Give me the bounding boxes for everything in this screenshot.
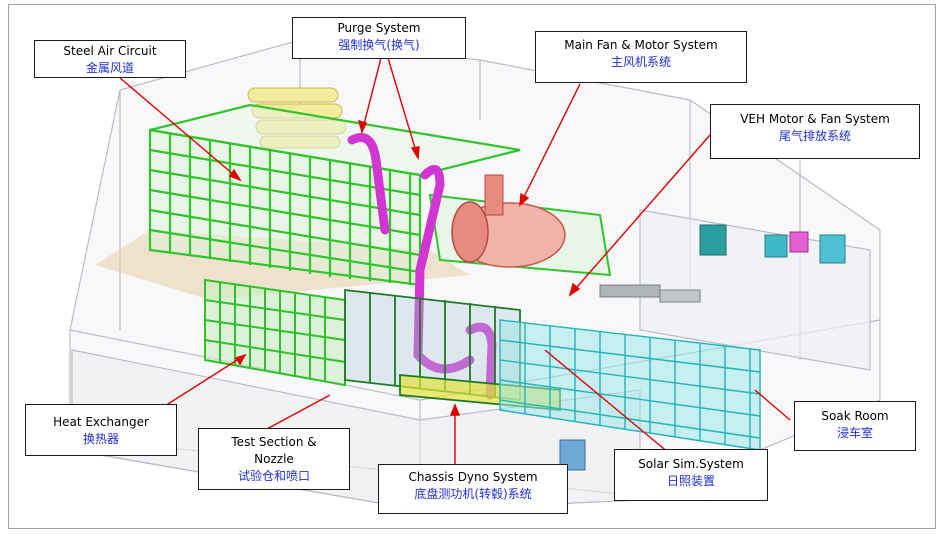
label-test-section-en2: Nozzle bbox=[254, 452, 294, 466]
label-solar-sim-cn: 日照装置 bbox=[666, 474, 715, 488]
label-steel-air-circuit: Steel Air Circuit 金属风道 bbox=[34, 40, 186, 78]
label-veh-motor-fan-en: VEH Motor & Fan System bbox=[740, 112, 890, 126]
label-main-fan-motor: Main Fan & Motor System 主风机系统 bbox=[535, 31, 747, 83]
label-steel-air-circuit-en: Steel Air Circuit bbox=[63, 44, 157, 58]
label-steel-air-circuit-cn: 金属风道 bbox=[85, 61, 134, 75]
label-heat-exchanger-en: Heat Exchanger bbox=[53, 415, 149, 429]
steel-air-circuit-frame bbox=[148, 103, 521, 287]
label-soak-room: Soak Room 浸车室 bbox=[794, 401, 916, 451]
label-purge-system-en: Purge System bbox=[337, 21, 421, 35]
label-soak-room-cn: 浸车室 bbox=[836, 426, 873, 440]
label-solar-sim-en: Solar Sim.System bbox=[638, 457, 744, 471]
label-heat-exchanger: Heat Exchanger 换热器 bbox=[25, 404, 177, 456]
leader-lines bbox=[119, 57, 791, 470]
label-chassis-dyno-en: Chassis Dyno System bbox=[408, 470, 538, 484]
label-test-section-cn: 试验仓和喷口 bbox=[237, 469, 310, 483]
soak-room bbox=[499, 319, 761, 451]
label-veh-motor-fan: VEH Motor & Fan System 尾气排放系统 bbox=[710, 104, 920, 159]
purge-ducts bbox=[347, 133, 497, 400]
label-heat-exchanger-cn: 换热器 bbox=[82, 432, 119, 446]
label-main-fan-motor-en: Main Fan & Motor System bbox=[564, 38, 718, 52]
label-purge-system: Purge System 强制换气(换气) bbox=[292, 17, 466, 59]
label-main-fan-motor-cn: 主风机系统 bbox=[610, 55, 671, 69]
image-border bbox=[8, 4, 936, 529]
label-solar-sim: Solar Sim.System 日照装置 bbox=[614, 449, 768, 501]
label-purge-system-cn: 强制换气(换气) bbox=[338, 38, 420, 52]
label-chassis-dyno-cn: 底盘测功机(转毂)系统 bbox=[414, 487, 532, 501]
label-test-section-en: Test Section & bbox=[231, 435, 317, 449]
main-fan-unit bbox=[428, 174, 612, 277]
label-veh-motor-fan-cn: 尾气排放系统 bbox=[778, 129, 851, 143]
label-test-section-nozzle: Test Section & Nozzle 试验仓和喷口 bbox=[198, 428, 350, 490]
label-soak-room-en: Soak Room bbox=[821, 409, 889, 423]
veh-equipment bbox=[559, 224, 846, 471]
label-chassis-dyno: Chassis Dyno System 底盘测功机(转毂)系统 bbox=[378, 464, 568, 514]
